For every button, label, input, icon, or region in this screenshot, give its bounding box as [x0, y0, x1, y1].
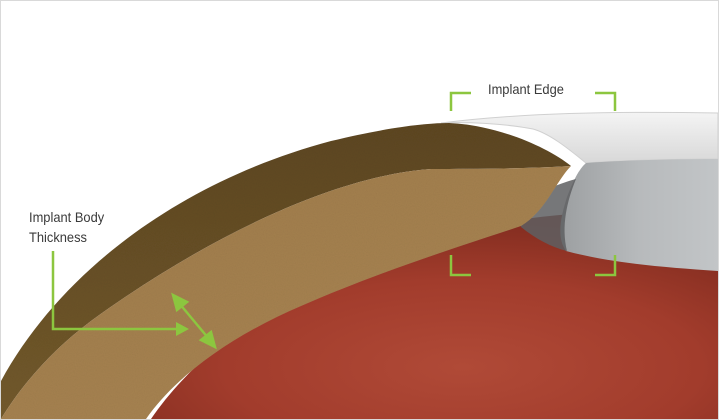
implant-edge-label: Implant Edge [488, 79, 564, 99]
implant-edge-face [560, 159, 718, 271]
implant-body-thickness-line-1: Implant Body [29, 207, 104, 227]
implant-body-thickness-line-2: Thickness [29, 227, 104, 247]
implant-body-thickness-label: Implant Body Thickness [29, 207, 104, 247]
